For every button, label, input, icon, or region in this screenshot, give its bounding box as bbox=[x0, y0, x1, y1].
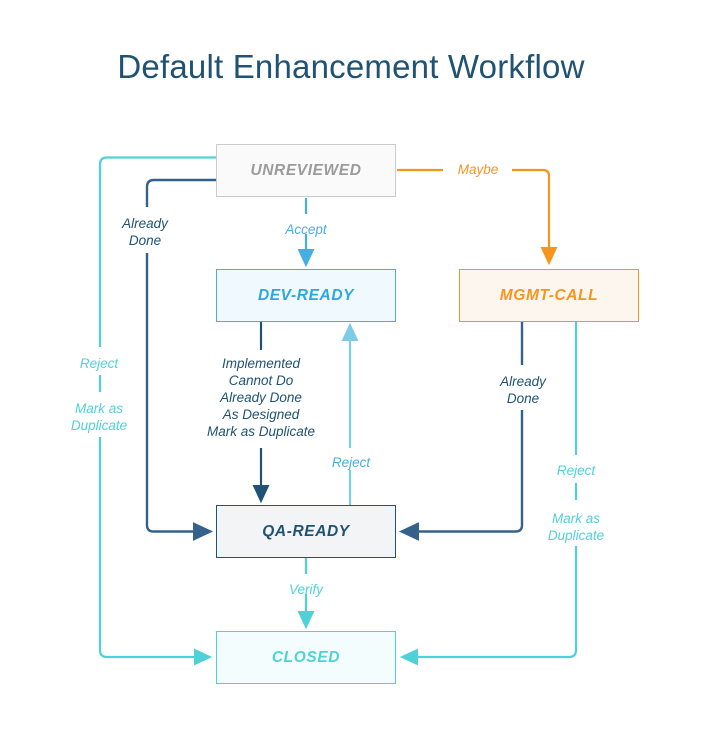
edge-unreviewed-to-mgmt-call bbox=[397, 168, 558, 266]
edge-label-mark-duplicate-left: Mark as Duplicate bbox=[70, 401, 128, 433]
node-label: MGMT-CALL bbox=[499, 286, 599, 304]
node-label: CLOSED bbox=[271, 648, 341, 666]
node-unreviewed[interactable]: UNREVIEWED bbox=[216, 144, 396, 197]
edge-label-already-done-left: Already Done bbox=[122, 216, 168, 248]
edge-label-reject-mid: Reject bbox=[331, 455, 371, 470]
edge-label-reject-right: Reject bbox=[556, 463, 596, 478]
edge-label-verify: Verify bbox=[288, 582, 323, 597]
edge-label-reject-left: Reject bbox=[79, 356, 119, 371]
edge-unreviewed-to-closed bbox=[98, 156, 216, 666]
node-mgmt-call[interactable]: MGMT-CALL bbox=[459, 269, 639, 322]
edge-label-accept: Accept bbox=[285, 222, 327, 237]
node-label: UNREVIEWED bbox=[250, 161, 362, 179]
node-closed[interactable]: CLOSED bbox=[216, 631, 396, 684]
edge-label-maybe: Maybe bbox=[457, 162, 499, 177]
edge-label-mark-duplicate-right: Mark as Duplicate bbox=[547, 511, 605, 543]
page-title: Default Enhancement Workflow bbox=[117, 48, 585, 85]
edge-mgmt-call-to-closed bbox=[399, 322, 578, 666]
node-label: QA-READY bbox=[262, 522, 350, 540]
edge-label-already-done-right: Already Done bbox=[500, 374, 546, 406]
node-qa-ready[interactable]: QA-READY bbox=[216, 505, 396, 558]
node-dev-ready[interactable]: DEV-READY bbox=[216, 269, 396, 322]
edge-label-transitions: Implemented Cannot Do Already Done As De… bbox=[206, 356, 316, 439]
node-label: DEV-READY bbox=[257, 286, 355, 304]
edge-mgmt-call-to-qa-ready bbox=[398, 322, 524, 541]
edge-unreviewed-to-qa-ready bbox=[145, 178, 216, 541]
